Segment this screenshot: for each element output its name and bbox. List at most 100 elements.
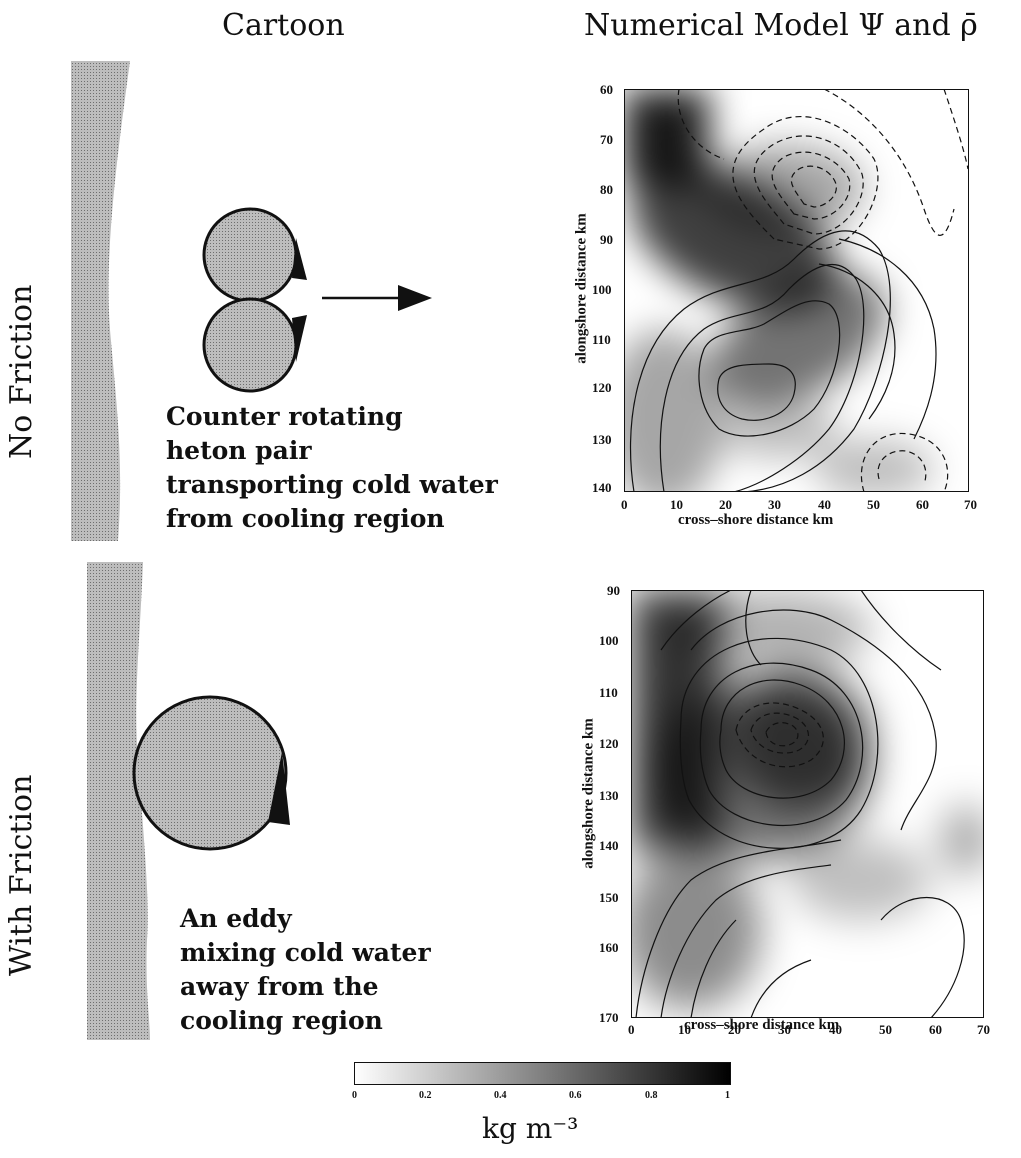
colorbar-tick: 0.8 (645, 1090, 658, 1101)
model-panel-bottom (631, 590, 984, 1018)
ytick: 110 (599, 685, 618, 700)
ytick: 100 (599, 633, 619, 648)
caption-bottom: An eddy mixing cold water away from the … (180, 902, 520, 1038)
density-shading-bottom (631, 590, 984, 1010)
ytick: 110 (592, 332, 611, 347)
xtick: 20 (728, 1022, 741, 1037)
colorbar-gradient (354, 1062, 731, 1085)
coastline-top (71, 61, 130, 541)
ytick: 120 (599, 736, 619, 751)
caption-top-line: transporting cold water (166, 470, 498, 499)
caption-top: Counter rotating heton pair transporting… (166, 400, 526, 536)
contour-dashed (732, 116, 879, 250)
xtick: 50 (867, 497, 880, 512)
ytick: 160 (599, 940, 619, 955)
model-panel-top (624, 89, 969, 492)
ytick: 100 (592, 282, 612, 297)
contour-solid (838, 238, 937, 440)
heton-upper-rotation-arrow (292, 238, 307, 280)
heton-lower-rotation-arrow (292, 315, 307, 362)
contour-solid (745, 590, 762, 666)
xtick: 30 (768, 497, 781, 512)
ytick: 130 (599, 788, 619, 803)
caption-top-line: heton pair (166, 436, 312, 465)
caption-top-line: Counter rotating (166, 402, 403, 431)
contour-dashed (860, 432, 949, 492)
colorbar-tick: 0.6 (569, 1090, 582, 1101)
contour-dashed (790, 165, 837, 208)
xtick: 60 (916, 497, 929, 512)
contour-dashed (943, 89, 969, 170)
contour-dashed (823, 89, 955, 236)
contour-dashed (735, 702, 824, 768)
contour-solid (659, 263, 865, 492)
contour-solid (860, 590, 942, 671)
contour-solid (818, 263, 896, 420)
density-shading-top (624, 89, 934, 492)
ytick: 150 (599, 890, 619, 905)
xtick: 70 (977, 1022, 990, 1037)
contour-solid (717, 363, 796, 421)
xlabel-top: cross–shore distance km (678, 512, 834, 528)
colorbar-unit: kg m⁻³ (482, 1112, 579, 1145)
xtick: 50 (879, 1022, 892, 1037)
contour-dashed (750, 712, 809, 754)
colorbar-tick: 1 (725, 1090, 730, 1101)
cartoon-heading: Cartoon (222, 8, 345, 43)
xtick: 30 (778, 1022, 791, 1037)
coastline-bottom (87, 562, 150, 1040)
contours-top (629, 89, 969, 492)
xtick: 20 (719, 497, 732, 512)
contour-solid (679, 637, 879, 849)
heton-upper-circle (202, 207, 298, 303)
plot-frame-top (624, 89, 969, 492)
contour-solid (880, 897, 965, 1018)
contour-solid (719, 679, 845, 799)
propagation-arrow-head (398, 285, 432, 311)
eddy-rotation-arrow (268, 752, 290, 825)
ylabel-top: alongshore distance km (573, 213, 590, 364)
colorbar-tick: 0 (352, 1090, 357, 1101)
xtick: 10 (678, 1022, 691, 1037)
xtick: 40 (829, 1022, 842, 1037)
contour-solid (690, 609, 937, 831)
contour-dashed (877, 450, 927, 485)
ytick: 140 (592, 480, 612, 495)
caption-bottom-line: An eddy (180, 904, 292, 933)
ytick: 80 (600, 182, 613, 197)
xtick: 60 (929, 1022, 942, 1037)
contours-bottom (635, 590, 965, 1018)
contour-solid (660, 864, 832, 1018)
ytick: 170 (599, 1010, 619, 1025)
xtick: 70 (964, 497, 977, 512)
xtick: 40 (818, 497, 831, 512)
ylabel-bottom: alongshore distance km (580, 718, 597, 869)
xtick: 0 (621, 497, 628, 512)
contour-solid (690, 919, 737, 1018)
ytick: 140 (599, 838, 619, 853)
eddy-circle (132, 695, 288, 851)
ytick: 130 (592, 432, 612, 447)
ytick: 90 (600, 232, 613, 247)
model-heading: Numerical Model Ψ and ρ̄ (584, 8, 978, 43)
colorbar-tick: 0.2 (419, 1090, 432, 1101)
contour-solid (750, 959, 812, 1018)
heton-lower-circle (202, 297, 298, 393)
xtick: 0 (628, 1022, 635, 1037)
plot-frame-bottom (631, 590, 984, 1018)
xtick: 10 (670, 497, 683, 512)
contour-dashed (765, 722, 799, 747)
ytick: 60 (600, 82, 613, 97)
caption-bottom-line: mixing cold water (180, 938, 431, 967)
contour-solid (660, 590, 732, 651)
contour-dashed (677, 89, 725, 160)
contour-solid (635, 839, 842, 1018)
colorbar (354, 1062, 731, 1085)
xlabel-bottom: cross–shore distance km (684, 1017, 840, 1033)
caption-bottom-line: cooling region (180, 1006, 383, 1035)
caption-bottom-line: away from the (180, 972, 379, 1001)
ytick: 120 (592, 380, 612, 395)
ytick: 70 (600, 132, 613, 147)
caption-top-line: from cooling region (166, 504, 445, 533)
contour-solid (629, 230, 891, 492)
